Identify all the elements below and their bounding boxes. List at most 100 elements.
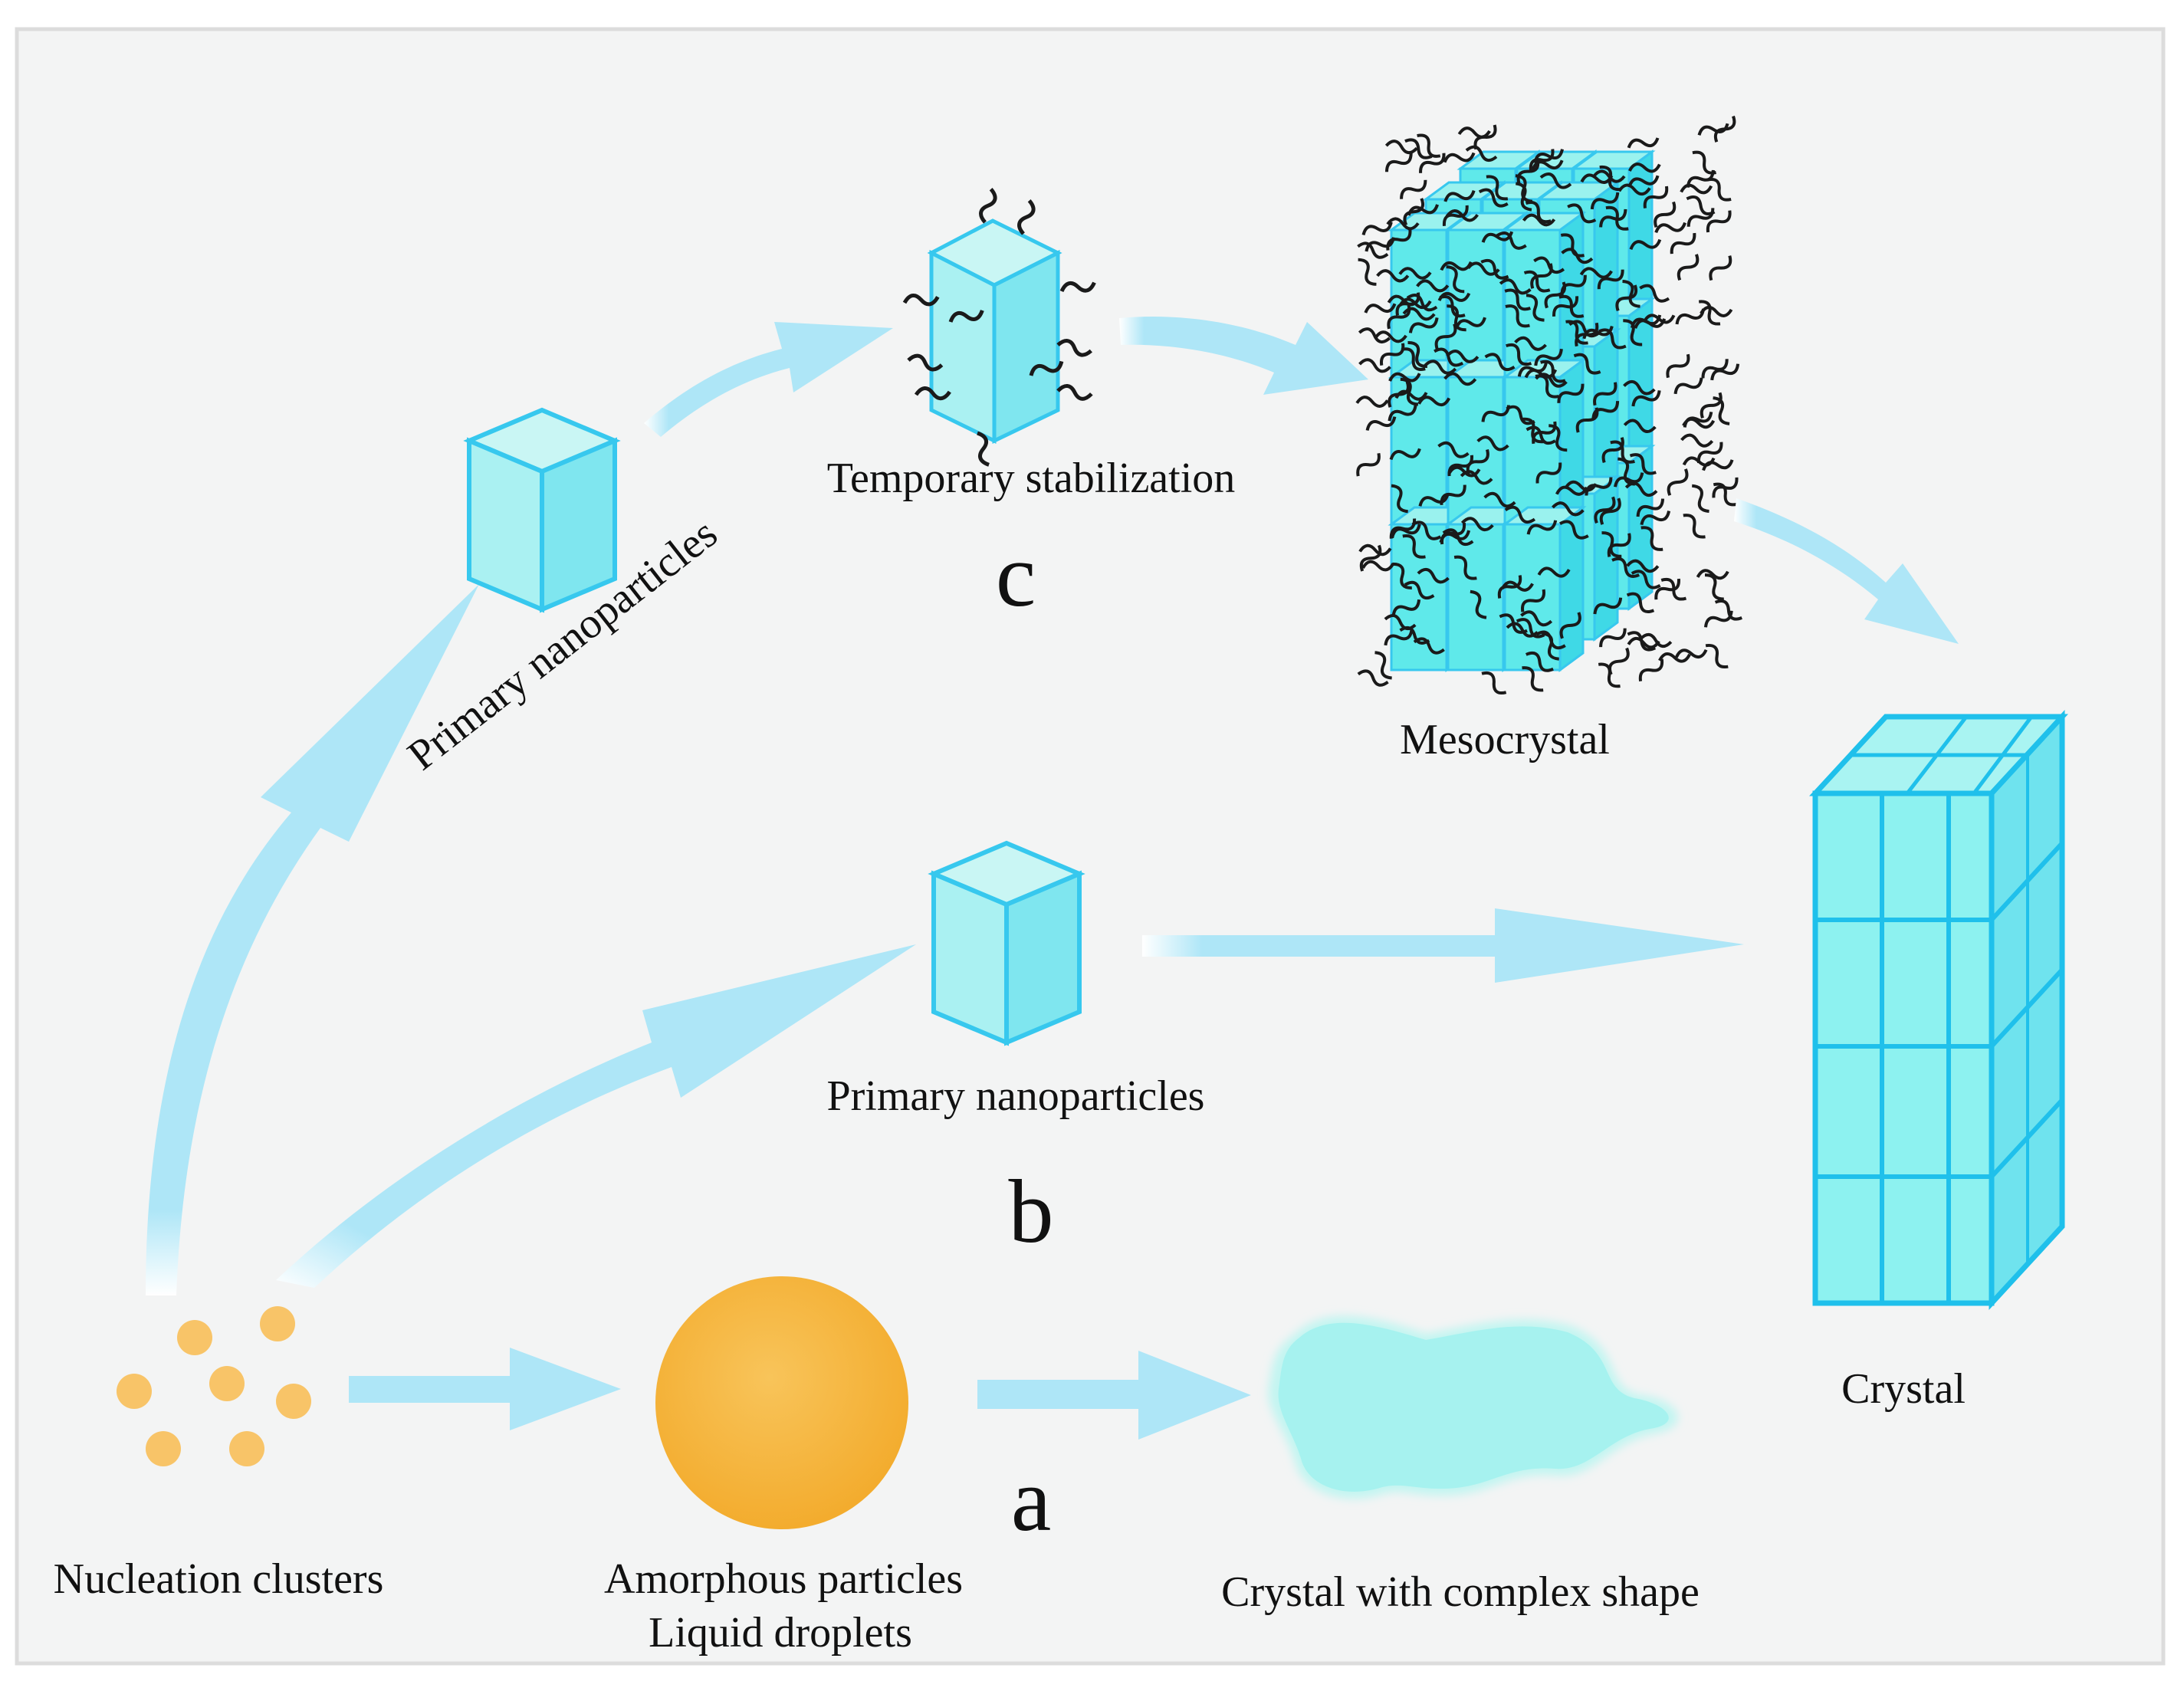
ligand-squiggle	[1374, 330, 1407, 343]
ligand-squiggle	[1702, 459, 1734, 471]
ligand-squiggle	[1439, 530, 1471, 543]
primary-nanoparticle-b	[934, 843, 1079, 1043]
arrow-c2	[644, 322, 893, 437]
ligand-squiggle	[1404, 138, 1433, 159]
ligand-squiggle	[1361, 222, 1393, 236]
ligand-squiggle	[1590, 192, 1620, 210]
ligand-squiggle	[1434, 323, 1457, 350]
ligand-squiggle	[1417, 396, 1451, 407]
arrow-c4	[1734, 498, 1959, 644]
pathway-label-c: c	[996, 525, 1036, 626]
ligand-squiggle	[1385, 153, 1413, 172]
ligand-squiggle	[1636, 498, 1665, 517]
ligand-squiggle	[1601, 531, 1622, 558]
ligand-squiggle	[1364, 303, 1397, 314]
ligand-squiggle	[1706, 178, 1732, 202]
ligand-squiggle	[1399, 626, 1430, 645]
ligand-squiggle	[1593, 382, 1617, 406]
ligand-squiggle	[1402, 534, 1426, 559]
ligand-squiggle	[1698, 300, 1721, 326]
ligand-squiggle	[1476, 435, 1509, 451]
ligand-squiggle	[1416, 279, 1450, 293]
mesocrystal	[1355, 115, 1742, 694]
ligand-squiggle	[1424, 360, 1457, 375]
ligand-squiggle	[1403, 198, 1425, 226]
ligand-squiggle	[1575, 407, 1599, 433]
arrow-c3	[1119, 317, 1368, 395]
ligand-squiggle	[1460, 517, 1494, 532]
ligand-squiggle	[1398, 267, 1432, 280]
arrow-b2	[1142, 908, 1744, 983]
ligand-squiggle	[1523, 270, 1551, 293]
ligand-squiggle	[1555, 485, 1588, 496]
label-temporary: Temporary stabilization	[827, 455, 1236, 502]
ligand-squiggle	[1597, 269, 1624, 290]
ligand-squiggle	[1398, 297, 1432, 310]
ligand-squiggle	[1447, 304, 1466, 332]
crystal	[1809, 710, 2068, 1310]
ligand-squiggle	[1683, 514, 1706, 539]
ligand-squiggle	[1526, 425, 1556, 445]
ligand-squiggle	[1525, 651, 1554, 672]
ligand-squiggle	[1443, 372, 1477, 386]
meso-cube	[1501, 505, 1587, 672]
ligand-squiggle	[1594, 496, 1616, 524]
ligand-squiggle	[1658, 652, 1691, 663]
ligand-squiggle	[1683, 412, 1713, 428]
ligand-squiggle	[1629, 453, 1657, 475]
ligand-squiggle	[1384, 629, 1414, 646]
ligand-squiggle	[1627, 137, 1660, 149]
ligand-squiggle	[1506, 343, 1532, 366]
ligand-squiggle	[1516, 618, 1545, 639]
ligand-squiggle	[1567, 203, 1597, 224]
label-complex-crystal: Crystal with complex shape	[1221, 1568, 1700, 1616]
ligand-squiggle	[1443, 189, 1476, 202]
ligand-squiggle	[1442, 528, 1474, 547]
ligand-squiggle	[1712, 477, 1739, 498]
label-amorphous-2: Liquid droplets	[649, 1609, 912, 1657]
ligand-squiggle	[1442, 205, 1469, 226]
ligand-squiggle	[1599, 165, 1621, 192]
ligand-squiggle	[1558, 294, 1585, 318]
ligand-squiggle	[1680, 433, 1714, 448]
ligand-squiggle	[1598, 328, 1627, 350]
ligand-squiggle	[1391, 599, 1421, 617]
ligand-squiggle	[1564, 480, 1598, 492]
ligand-squiggle	[1539, 172, 1572, 189]
ligand-squiggle	[1457, 126, 1491, 139]
ligand-squiggle	[1542, 632, 1559, 661]
ligand-squiggle	[1365, 416, 1397, 431]
primary-nanoparticle-c	[469, 410, 615, 609]
ligand-squiggle	[1391, 484, 1408, 514]
ligand-squiggle	[1599, 628, 1627, 648]
ligand-squiggle	[1640, 526, 1663, 551]
ligand-squiggle	[1514, 336, 1547, 351]
ligand-squiggle	[1407, 204, 1439, 216]
ligand-squiggle	[1667, 468, 1689, 496]
ligand-squiggle	[1355, 396, 1389, 408]
ligand-squiggle	[1573, 353, 1601, 375]
complex-crystal-blob	[1268, 1315, 1678, 1499]
arrow-c1	[146, 584, 479, 1295]
ligand-squiggle	[1515, 174, 1533, 203]
ligand-squiggle	[1437, 441, 1470, 458]
ligand-squiggle	[1714, 599, 1742, 621]
ligand-squiggle	[1460, 470, 1493, 485]
ligand-squiggle	[1680, 183, 1713, 195]
ligand-squiggle	[1639, 284, 1670, 303]
ligand-squiggle	[1630, 314, 1662, 329]
ligand-squiggle	[1598, 662, 1621, 688]
ligand-squiggle	[1392, 562, 1412, 589]
ligand-squiggle	[1629, 238, 1662, 251]
ligand-squiggle	[1627, 636, 1660, 649]
ligand-squiggle	[1666, 353, 1690, 379]
ligand-squiggle	[1407, 340, 1427, 368]
ligand-squiggle	[1504, 288, 1531, 311]
ligand-squiggle	[1402, 307, 1436, 321]
ligand-squiggle	[1466, 261, 1500, 276]
label-primary-b: Primary nanoparticles	[827, 1072, 1205, 1120]
ligand-squiggle	[1599, 497, 1621, 525]
arrow-a1	[349, 1348, 621, 1430]
amorphous-droplet	[655, 1276, 908, 1529]
ligand-squiggle	[1535, 462, 1562, 484]
